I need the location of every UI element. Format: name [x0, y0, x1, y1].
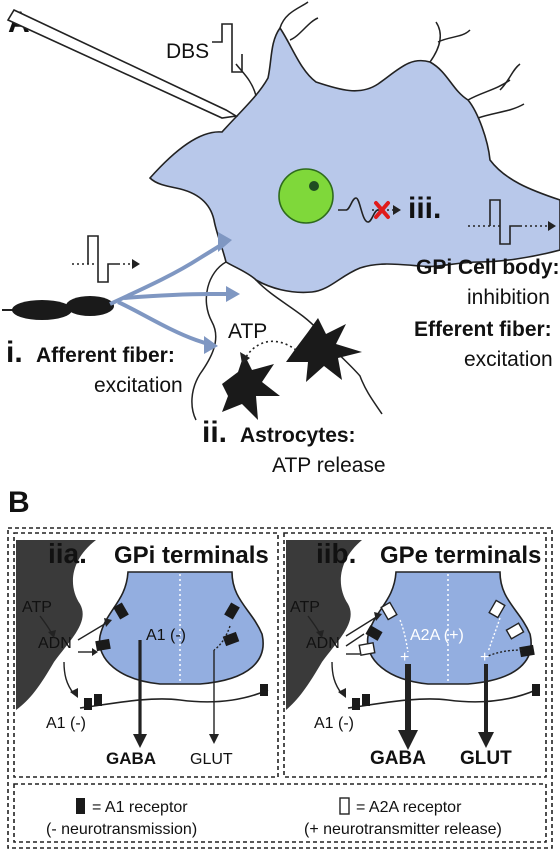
legend-a1-sub: (- neurotransmission): [46, 821, 197, 838]
gpe-adn: ADN: [306, 635, 340, 652]
nucleus: [278, 168, 334, 224]
a1-receptor: [532, 684, 540, 696]
gpi-axon: [79, 689, 269, 709]
numeral-ii: ii.: [202, 416, 227, 449]
efferent-pulse-icon: [489, 199, 520, 245]
afferent-arrowhead: [132, 259, 140, 269]
gpi-receptor-inner: A1 (-): [146, 627, 186, 644]
gpi-adn: ADN: [38, 635, 72, 652]
nucleolus: [309, 181, 319, 191]
a1-receptor: [352, 698, 360, 710]
astrocyte-lower: [222, 354, 280, 420]
gpe-bouton: [366, 571, 532, 685]
gpe-terminal-box: [283, 532, 547, 778]
gpi-receptor-outer: A1 (-): [46, 715, 86, 732]
dbs-pulse-icon: [212, 23, 243, 73]
gpe-axon: [347, 689, 537, 709]
gpe-terminal: iib. GPe terminals A2A (+) ATP ADN: [286, 538, 541, 769]
astrocyte-upper: [286, 318, 362, 382]
afferent-effect: excitation: [94, 374, 183, 397]
efferent-arrowhead: [548, 221, 556, 231]
dbs-electrode: [6, 8, 239, 119]
neuron-soma: [148, 26, 560, 294]
legend-a2a-sub: (+ neurotransmitter release): [304, 821, 502, 838]
gpe-out-glut: GLUT: [460, 748, 512, 769]
soma-arrowhead: [393, 205, 401, 215]
numeral-i: i.: [6, 336, 23, 369]
atp-release-arrow: [243, 340, 297, 361]
gpi-atp: ATP: [22, 599, 52, 616]
a1-receptor: [95, 638, 111, 652]
a2a-receptor: [505, 622, 525, 640]
gpe-out-gaba: GABA: [370, 748, 426, 769]
gpi-terminal-box: [13, 532, 279, 778]
panel-b-frame: [7, 527, 553, 849]
gpi-title: GPi terminals: [114, 542, 269, 569]
gpe-plus-left: +: [400, 649, 409, 666]
gpi-numeral: iia.: [48, 538, 87, 569]
legend-a1-text: = A1 receptor: [92, 799, 188, 816]
afferent-pulse-icon: [87, 235, 118, 283]
a1-receptor: [260, 684, 268, 696]
gpi-out-gaba: GABA: [106, 749, 156, 768]
gpe-receptor-inner: A2A (+): [410, 627, 464, 644]
a1-receptor: [365, 625, 383, 641]
a1-receptor: [362, 694, 370, 706]
a2a-receptor: [488, 599, 506, 619]
a1-receptor: [224, 602, 240, 620]
gpe-plus-right: +: [480, 649, 489, 666]
a2a-receptor: [358, 642, 376, 656]
block-x-icon: [374, 201, 390, 219]
astrocyte-right: [286, 540, 362, 710]
a1-receptor: [519, 644, 535, 658]
a1-receptor: [113, 602, 129, 620]
astrocyte-left: [16, 540, 96, 710]
atp-label-a: ATP: [228, 320, 267, 343]
legend-a2a-text: = A2A receptor: [356, 799, 462, 816]
efferent-effect: excitation: [464, 348, 553, 371]
gpi-terminal: iia. GPi terminals A1 (-) ATP ADN: [16, 538, 269, 768]
a1-receptor: [222, 631, 240, 647]
dendrite-branches: [235, 1, 525, 119]
legend-a1-swatch: [76, 798, 85, 814]
cellbody-label: GPi Cell body:: [416, 256, 560, 279]
legend: = A1 receptor (- neurotransmission) = A2…: [46, 797, 502, 838]
gpe-receptor-outer: A1 (-): [314, 715, 354, 732]
gpe-numeral: iib.: [316, 538, 356, 569]
gpi-out-glut: GLUT: [190, 751, 233, 768]
panel-b-letter: B: [8, 486, 30, 519]
numeral-iii: iii.: [408, 192, 441, 225]
panel-b: B iia. GPi terminals A1 (-) ATP ADN: [7, 486, 553, 849]
a1-receptor: [84, 698, 92, 710]
afferent-label: Afferent fiber:: [36, 344, 175, 367]
gpe-atp: ATP: [290, 599, 320, 616]
soma-spike-icon: [338, 197, 379, 223]
astrocytes-effect: ATP release: [272, 454, 386, 477]
legend-a2a-swatch: [339, 797, 350, 815]
a2a-receptor: [380, 601, 398, 621]
afferent-fiber: [2, 232, 240, 354]
gpe-title: GPe terminals: [380, 542, 541, 569]
astrocytes-label: Astrocytes:: [240, 424, 356, 447]
dbs-label: DBS: [166, 40, 209, 63]
panel-a: A DBS iii.: [2, 1, 560, 477]
efferent-label: Efferent fiber:: [414, 318, 552, 341]
a1-receptor: [94, 694, 102, 706]
cellbody-effect: inhibition: [467, 286, 550, 309]
legend-box: [13, 783, 547, 843]
